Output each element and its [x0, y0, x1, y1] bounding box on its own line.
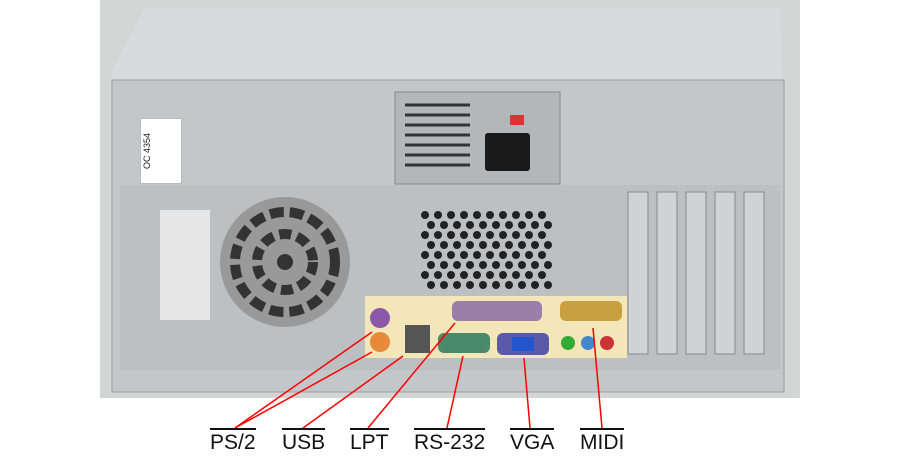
usb-ports: [405, 325, 430, 353]
label-usb: USB: [282, 428, 326, 455]
case-vent-icon: [421, 211, 552, 289]
expansion-slots: [627, 191, 765, 355]
pointer-lines: [234, 322, 603, 429]
ps2-mouse-port: [370, 308, 390, 328]
label-vga: VGA: [510, 428, 555, 455]
audio-mic: [600, 336, 614, 350]
label-midi: MIDI: [580, 428, 625, 455]
psu-vent-icon: [405, 103, 470, 167]
midi-port: [560, 301, 622, 321]
lpt-port: [452, 301, 542, 321]
ps2-keyboard-port: [370, 332, 390, 352]
rs232-port: [438, 333, 490, 353]
label-ps2: PS/2: [210, 428, 256, 455]
info-label: [160, 210, 210, 320]
power-socket-icon: [485, 133, 530, 171]
power-supply: [394, 91, 561, 185]
voltage-switch[interactable]: [510, 115, 524, 125]
asset-sticker: OC 4354: [140, 118, 182, 184]
audio-line-out: [561, 336, 575, 350]
label-rs232: RS-232: [414, 428, 486, 455]
audio-line-in: [581, 336, 595, 350]
label-lpt: LPT: [350, 428, 389, 455]
case-top: [112, 8, 782, 80]
